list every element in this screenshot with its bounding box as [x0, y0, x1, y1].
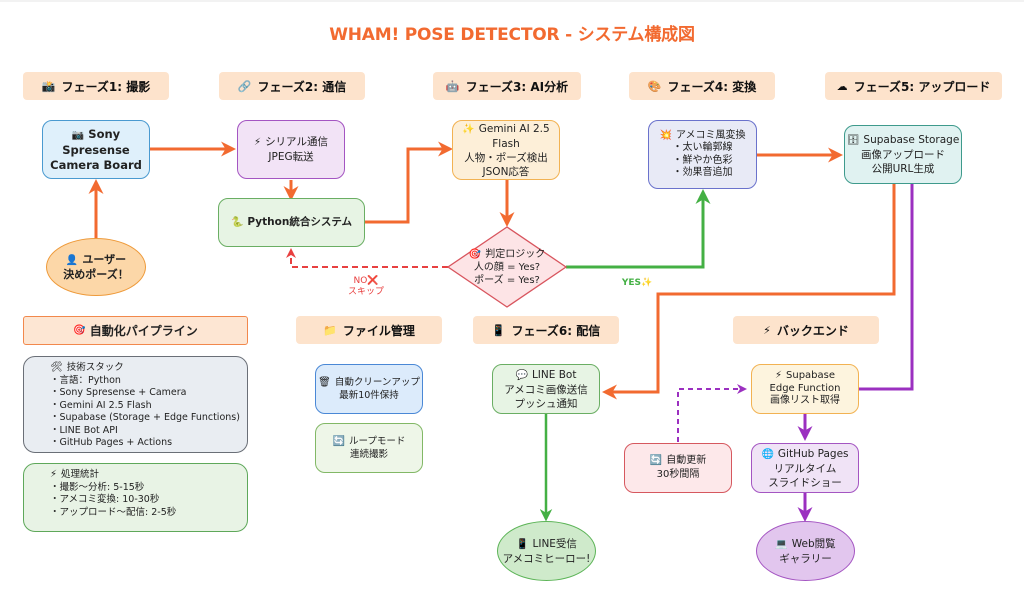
cloud-icon: ☁: [836, 79, 848, 93]
refresh-icon: 🔄: [649, 455, 663, 466]
node-edge-function[interactable]: ⚡Supabase Edge Function 画像リスト取得: [751, 364, 859, 414]
stats-item: ・アップロード〜配信: 2-5秒: [50, 506, 177, 518]
backend-header: ⚡ バックエンド: [733, 316, 879, 344]
palette-icon: 🎨: [647, 79, 662, 93]
sparkles-icon: ✨: [640, 278, 653, 288]
node-storage[interactable]: 🗄Supabase Storage 画像アップロード 公開URL生成: [844, 125, 962, 184]
arrow-decision-no: [286, 248, 448, 268]
node-loop[interactable]: 🔄ループモード 連続撮影: [315, 423, 423, 473]
globe-icon: 🌐: [761, 448, 774, 460]
file-folder-icon: 📁: [323, 323, 337, 337]
snake-icon: 🐍: [230, 217, 244, 228]
file-management-header: 📁 ファイル管理: [296, 316, 442, 344]
refresh-icon: 🔄: [332, 436, 345, 447]
trash-icon: 🗑: [318, 377, 331, 388]
node-line-receive[interactable]: 📱LINE受信 アメコミヒーロー!: [497, 521, 596, 581]
node-linebot[interactable]: 💬LINE Bot アメコミ画像送信 プッシュ通知: [492, 364, 600, 414]
camera-flash-icon: 📸: [41, 79, 56, 93]
file-cabinet-icon: 🗄: [846, 135, 860, 146]
lightning-icon: ⚡: [774, 370, 783, 382]
node-decision[interactable]: 🎯判定ロジック 人の顔 = Yes? ポーズ = Yes?: [468, 249, 546, 286]
cross-icon: ❌: [367, 276, 379, 286]
node-serial[interactable]: ⚡シリアル通信 JPEG転送: [237, 120, 345, 179]
phone-icon: 📱: [491, 323, 506, 337]
phase-header-6: 📱 フェーズ6: 配信: [473, 316, 619, 344]
node-auto-update[interactable]: 🔄自動更新 30秒間隔: [624, 443, 732, 493]
speech-bubble-icon: 💬: [515, 369, 528, 381]
tools-icon: 🛠: [50, 362, 63, 373]
tech-stack-item: ・LINE Bot API: [50, 424, 118, 436]
arrow-decision-yes: [566, 189, 711, 269]
pipeline-header: 🎯 自動化パイプライン: [23, 316, 248, 345]
target-icon: 🎯: [73, 325, 86, 336]
lightning-icon: ⚡: [50, 469, 58, 480]
lightning-icon: ⚡: [763, 323, 771, 337]
decision-diamond: [446, 226, 568, 308]
phase-header-4: 🎨 フェーズ4: 変換: [629, 72, 775, 100]
label-yes: YES✨: [621, 278, 653, 288]
arrow-autoupdate-to-edge: [677, 384, 747, 442]
phase-header-2: 🔗 フェーズ2: 通信: [219, 72, 365, 100]
tech-stack-panel: 🛠技術スタック ・言語：Python ・Sony Spresense + Cam…: [23, 356, 248, 453]
node-cleanup[interactable]: 🗑自動クリーンアップ 最新10件保持: [315, 364, 423, 414]
stats-panel: ⚡処理統計 ・撮影〜分析: 5-15秒 ・アメコミ変換: 10-30秒 ・アップ…: [23, 463, 248, 532]
target-icon: 🎯: [468, 249, 482, 260]
diagram-title: WHAM! POSE DETECTOR - システム構成図: [329, 25, 695, 45]
tech-stack-item: ・Gemini AI 2.5 Flash: [50, 399, 152, 411]
arrow-storage-to-linebot: [602, 184, 896, 400]
lightning-icon: ⚡: [254, 137, 262, 148]
user-icon: 👤: [65, 254, 79, 266]
node-camera-board[interactable]: 📷Sony Spresense Camera Board: [42, 120, 150, 179]
node-gemini[interactable]: ✨Gemini AI 2.5 Flash 人物・ポーズ検出 JSON応答: [452, 120, 560, 180]
phase-header-1: 📸 フェーズ1: 撮影: [23, 72, 169, 100]
node-python[interactable]: 🐍Python統合システム: [218, 198, 365, 247]
node-amecomi[interactable]: 💥アメコミ風変換 ・太い輪郭線 ・鮮やか色彩 ・効果音追加: [648, 120, 757, 189]
collision-icon: 💥: [659, 129, 672, 141]
node-web-view[interactable]: 💻Web閲覧 ギャラリー: [756, 521, 855, 581]
tech-stack-item: ・GitHub Pages + Actions: [50, 437, 173, 448]
tech-stack-item: ・Supabase (Storage + Edge Functions): [50, 412, 240, 423]
top-border: [0, 0, 1024, 2]
phase-header-5: ☁ フェーズ5: アップロード: [825, 72, 1002, 100]
tech-stack-item: ・言語：Python: [50, 374, 121, 386]
phone-icon: 📱: [516, 538, 529, 550]
monitor-icon: 💻: [775, 538, 788, 550]
robot-icon: 🤖: [445, 79, 460, 93]
arrow-python-to-gemini: [365, 141, 453, 224]
sparkles-icon: ✨: [462, 123, 475, 135]
stats-item: ・撮影〜分析: 5-15秒: [50, 481, 145, 493]
tech-stack-item: ・Sony Spresense + Camera: [50, 387, 187, 398]
camera-icon: 📷: [71, 129, 85, 141]
phase-header-3: 🤖 フェーズ3: AI分析: [433, 72, 581, 100]
label-no-skip: NO❌ スキップ: [347, 276, 384, 297]
stats-item: ・アメコミ変換: 10-30秒: [50, 494, 160, 505]
node-github-pages[interactable]: 🌐GitHub Pages リアルタイム スライドショー: [751, 443, 859, 493]
node-user[interactable]: 👤ユーザー 決めポーズ！: [46, 238, 146, 296]
arrow-storage-to-edge: [835, 184, 914, 397]
link-icon: 🔗: [237, 79, 252, 93]
